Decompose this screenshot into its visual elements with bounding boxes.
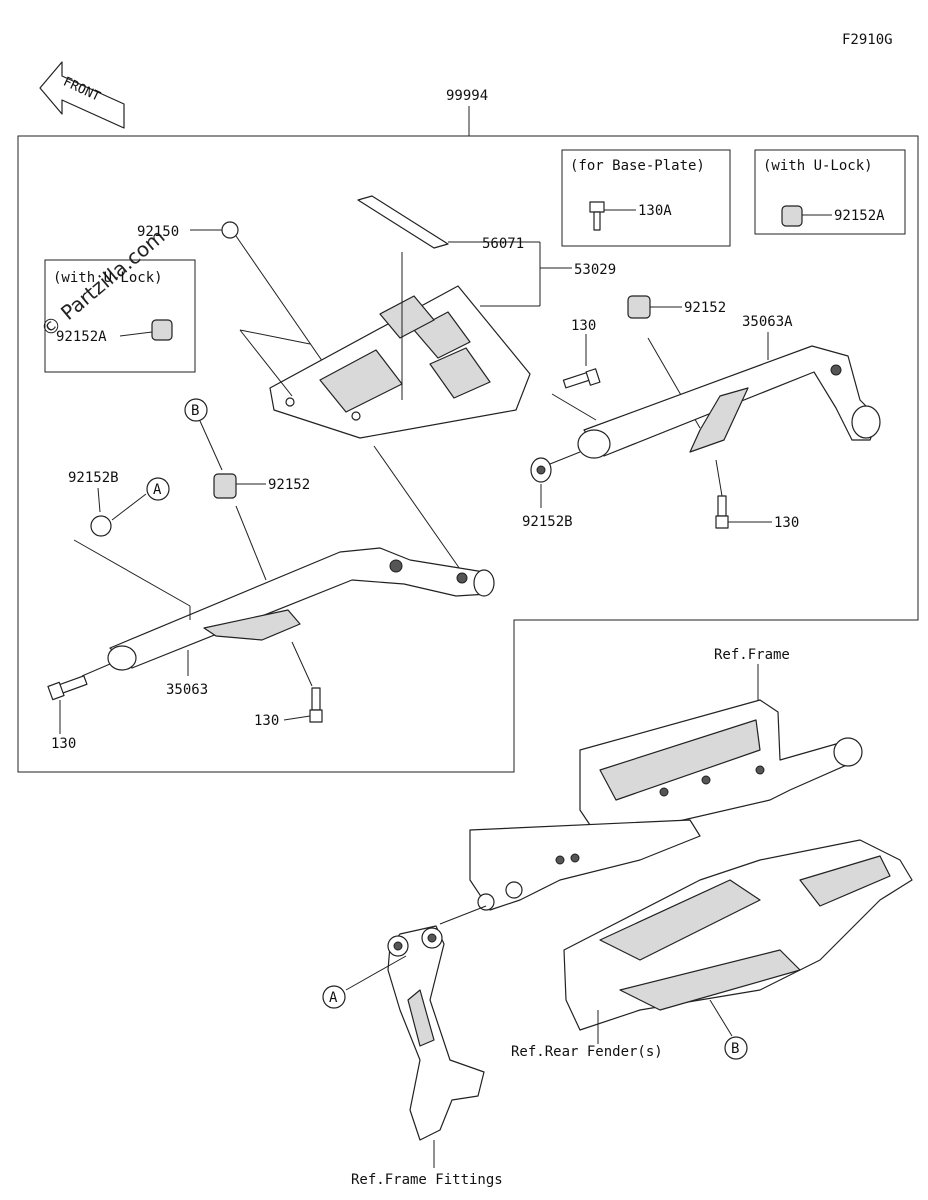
label-92152b-right: 92152B (522, 514, 573, 530)
u-lock-box-right: (with U-Lock) 92152A (754, 149, 906, 235)
rack-plate-53029 (269, 252, 531, 439)
bar-35063a (577, 345, 881, 459)
label-53029: 53029 (574, 262, 616, 278)
base-plate-box: (for Base-Plate) 130A (561, 149, 731, 247)
label-92152-right: 92152 (684, 300, 726, 316)
assembly-outline (17, 135, 919, 773)
collar-92152b-left: 92152B A (68, 470, 191, 607)
u-lock-title-right: (with U-Lock) (763, 158, 873, 174)
bolt-130-bottom: 130 (254, 641, 323, 729)
u-lock-part-left: 92152A (56, 329, 107, 345)
bolt-130-left: 130 (47, 663, 111, 752)
bolt-130-right: 130 (715, 459, 799, 531)
bolt-icon (589, 201, 605, 231)
callout-b2: B (731, 1041, 739, 1057)
label-92150: 92150 (137, 224, 179, 240)
collar-icon (151, 319, 173, 341)
u-lock-box-left: (with U-Lock) 92152A (44, 259, 196, 373)
callout-a-bottom (322, 985, 346, 1009)
collar-92152-left: 92152 (213, 473, 310, 581)
callout-b-top: B (184, 398, 223, 471)
figure-code: F2910G (842, 32, 893, 48)
base-plate-part: 130A (638, 203, 672, 219)
label-130-left: 130 (51, 736, 76, 752)
ref-frame-label: Ref.Frame (714, 647, 790, 663)
label-92152-left: 92152 (268, 477, 310, 493)
base-plate-title: (for Base-Plate) (570, 158, 705, 174)
strap-56071: 56071 (357, 195, 540, 252)
label-56071: 56071 (482, 236, 524, 252)
callout-a2: A (329, 990, 338, 1006)
callout-b1: B (191, 403, 199, 419)
label-130-right: 130 (774, 515, 799, 531)
label-35063a: 35063A (742, 314, 793, 330)
bar-35063 (107, 547, 495, 671)
collar-icon (781, 205, 803, 227)
front-arrow-icon: FRONT (39, 61, 125, 129)
ref-rear-fender-label: Ref.Rear Fender(s) (511, 1044, 663, 1060)
u-lock-part-right: 92152A (834, 208, 885, 224)
label-92152b-left: 92152B (68, 470, 119, 486)
label-130-bottom: 130 (254, 713, 279, 729)
ref-rear-fender (563, 839, 913, 1031)
bolt-130-top: 130 (551, 318, 601, 421)
label-35063: 35063 (166, 682, 208, 698)
ref-frame (469, 699, 863, 911)
callout-b-bottom (724, 1036, 748, 1060)
assembly-label: 99994 (446, 88, 488, 104)
ref-frame-fittings-label: Ref.Frame Fittings (351, 1172, 503, 1188)
label-130-top: 130 (571, 318, 596, 334)
u-lock-title-left: (with U-Lock) (53, 270, 163, 286)
collar-92152b-right: 92152B (522, 451, 581, 530)
callout-a1: A (153, 482, 162, 498)
ref-frame-fittings (387, 925, 485, 1141)
